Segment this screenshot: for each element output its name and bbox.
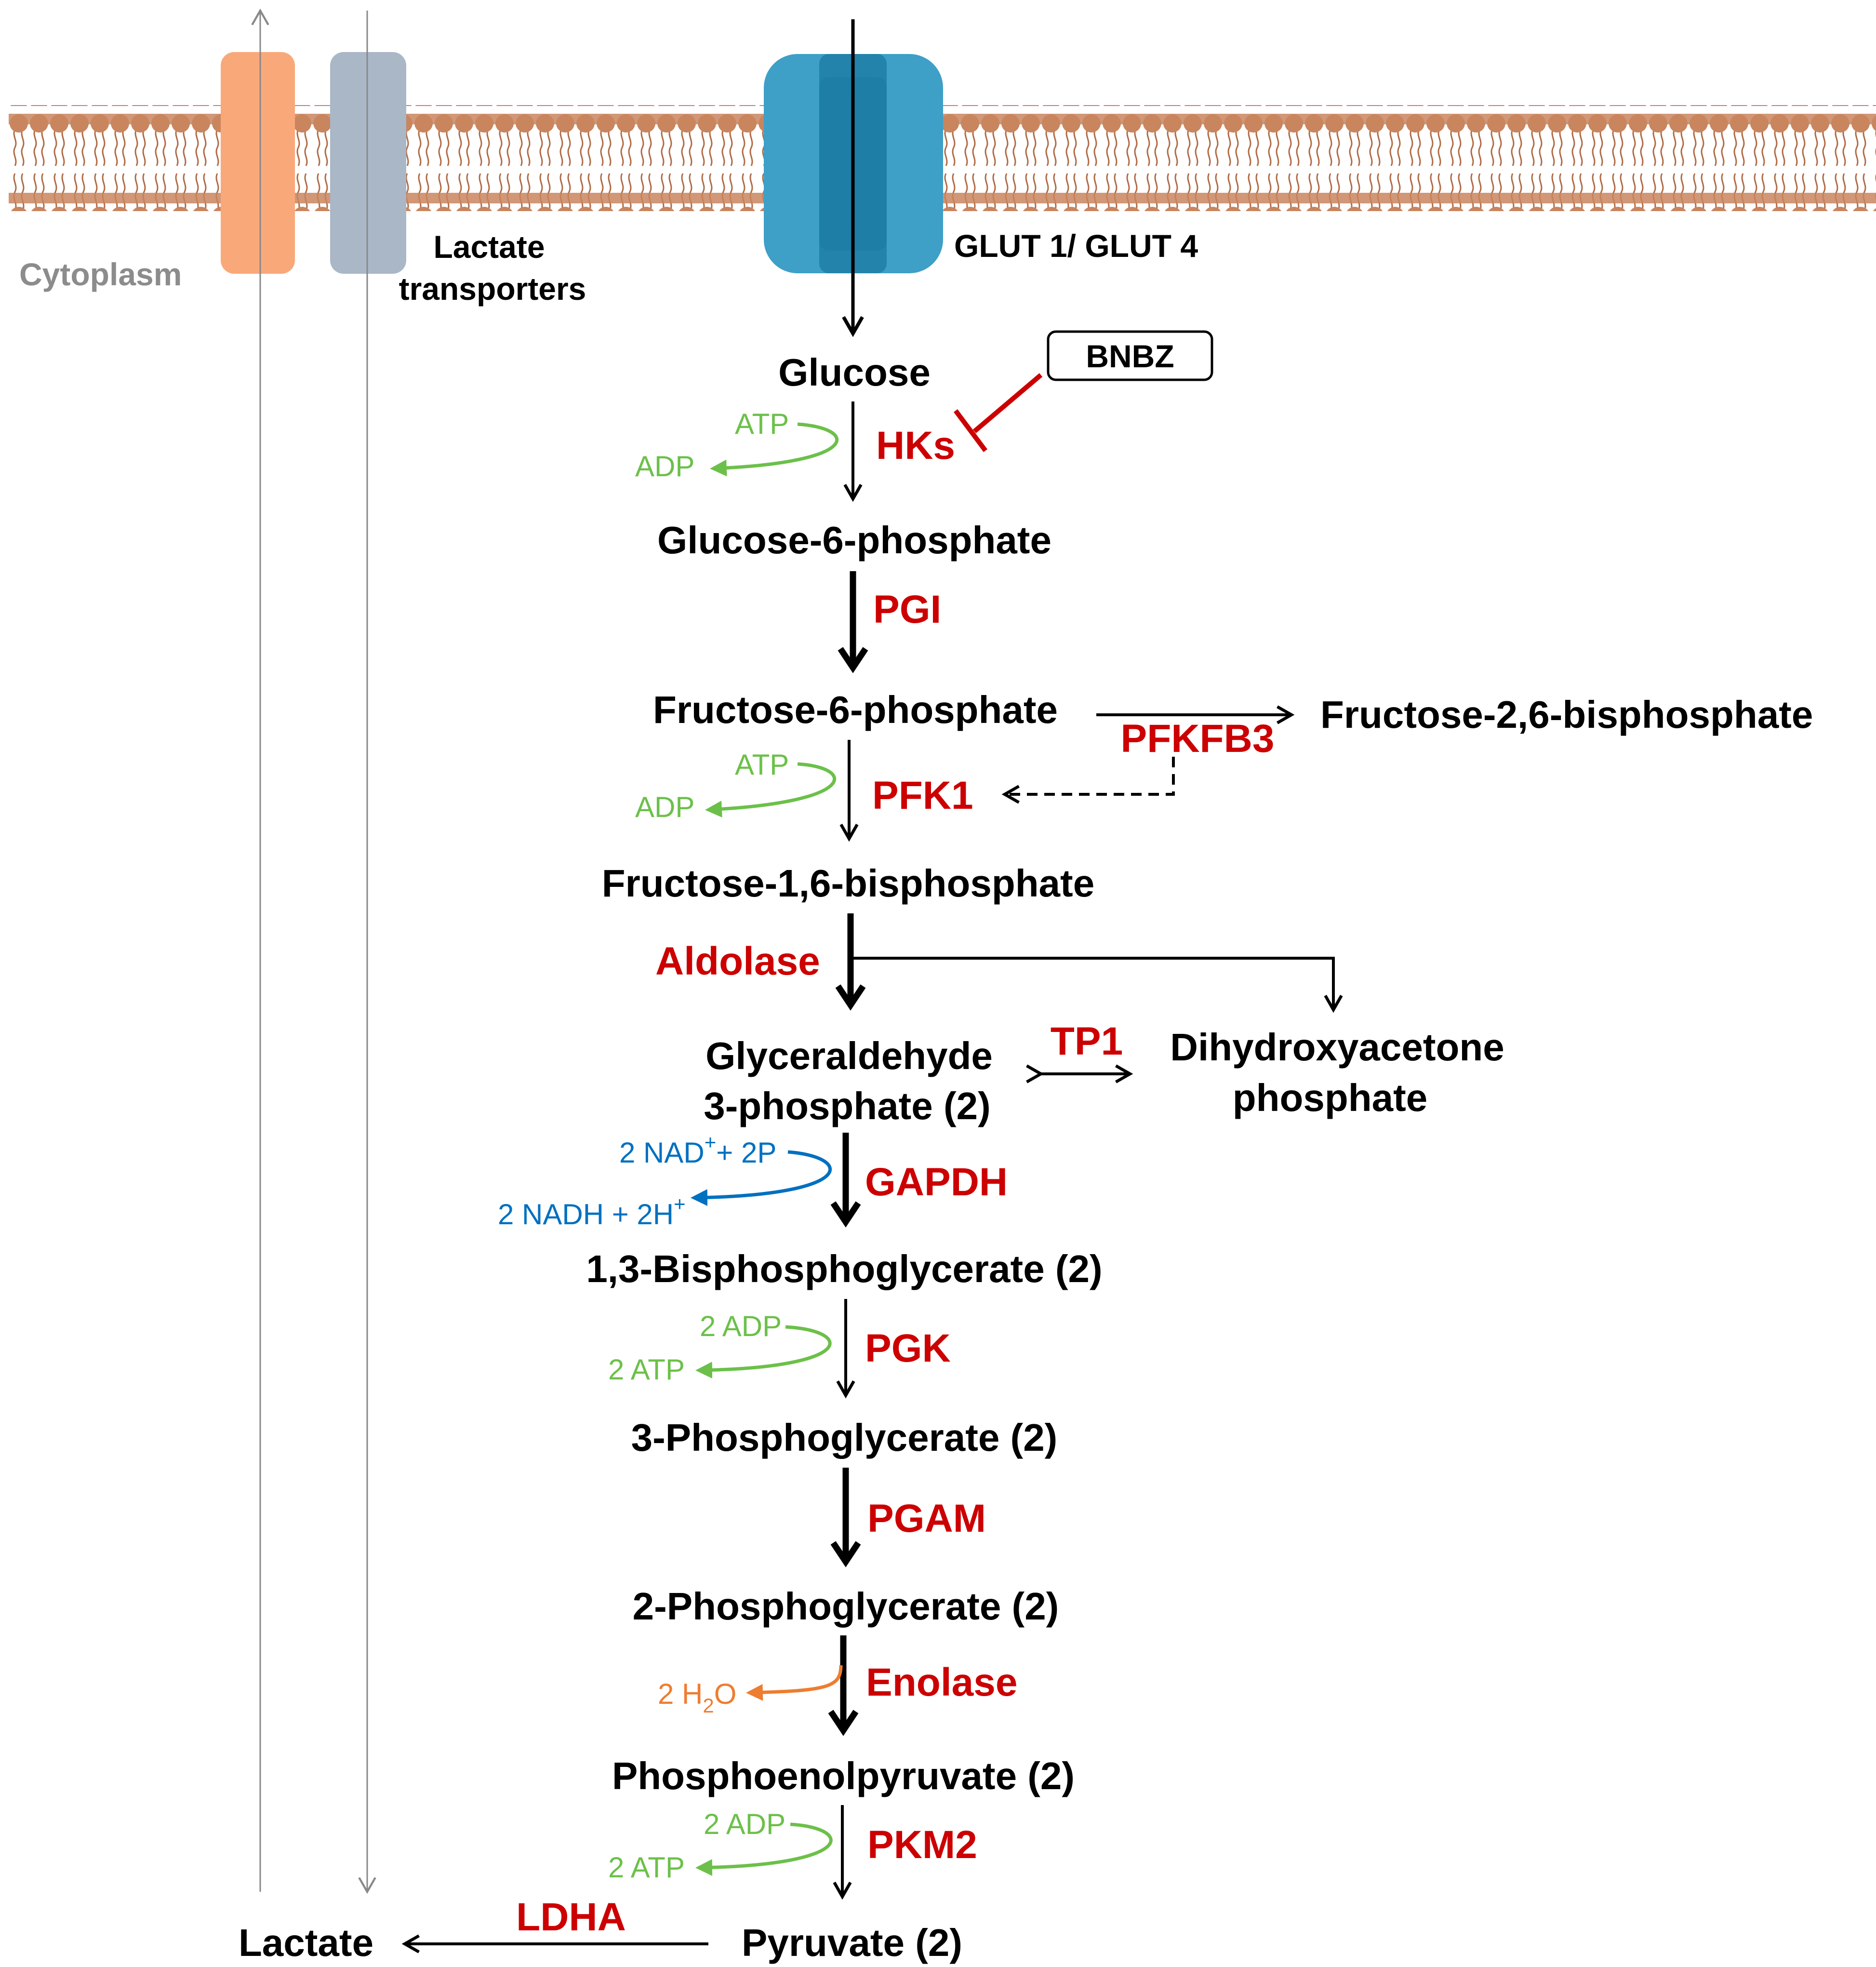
metabolite-f6p: Fructose-6-phosphate <box>653 688 1058 731</box>
cofactor-hk-out: ADP <box>635 450 694 482</box>
metabolite-2pg: 2-Phosphoglycerate (2) <box>633 1585 1059 1628</box>
metabolite-f16bp: Fructose-1,6-bisphosphate <box>602 862 1094 905</box>
cofactor-pgk-out: 2 ATP <box>608 1353 685 1386</box>
cofactor-curve-gapdh <box>691 1150 832 1206</box>
cofactor-pfk1-in: ATP <box>735 749 789 781</box>
metabolite-13bpg: 1,3-Bisphosphoglycerate (2) <box>586 1247 1102 1290</box>
lactate-transporters-label-line1: Lactate <box>433 229 545 265</box>
metabolite-pyruvate: Pyruvate (2) <box>742 1921 962 1964</box>
cofactor-curve-enolase <box>746 1665 843 1701</box>
enzyme-pfk1: PFK1 <box>872 774 973 817</box>
cofactor-curve-pkm2 <box>695 1822 833 1876</box>
enzyme-hks: HKs <box>876 424 955 468</box>
activation-dashed-line <box>1001 757 1175 804</box>
cofactor-gapdh-in: 2 NAD++ 2P <box>619 1131 776 1169</box>
bnbz-label: BNBZ <box>1086 338 1174 374</box>
enzyme-gapdh: GAPDH <box>865 1160 1008 1204</box>
metabolite-g3p-line1: Glyceraldehyde <box>705 1034 993 1077</box>
metabolite-dhap-line2: phosphate <box>1233 1076 1427 1119</box>
cofactor-pgk-in: 2 ADP <box>700 1310 782 1342</box>
cofactor-hk-in: ATP <box>735 408 789 440</box>
lactate-transporters-label-line2: transporters <box>399 271 586 307</box>
bnbz-box <box>1047 330 1213 381</box>
cofactor-curve-pfk1 <box>705 762 837 818</box>
metabolite-lactate: Lactate <box>239 1921 373 1964</box>
lactate-transporter-orange <box>221 52 295 274</box>
metabolite-glucose: Glucose <box>778 351 931 394</box>
enzyme-pfkfb3: PFKFB3 <box>1121 717 1275 761</box>
cofactor-enolase-out: 2 H2O <box>658 1678 736 1717</box>
inhibition-line <box>972 373 1043 433</box>
metabolite-f26bp: Fructose-2,6-bisphosphate <box>1320 693 1813 736</box>
enzyme-tp1: TP1 <box>1051 1019 1123 1063</box>
cofactor-gapdh-out: 2 NADH + 2H+ <box>498 1192 686 1231</box>
metabolite-3pg: 3-Phosphoglycerate (2) <box>631 1416 1058 1459</box>
cofactor-pfk1-out: ADP <box>635 791 694 823</box>
cofactor-pkm2-in: 2 ADP <box>704 1808 785 1840</box>
inhibition-bar <box>953 409 988 452</box>
arrow-aldolase-branch <box>851 957 1343 1013</box>
metabolite-g3p-line2: 3-phosphate (2) <box>704 1084 991 1127</box>
enzyme-pgk: PGK <box>865 1326 951 1370</box>
metabolite-g6p: Glucose-6-phosphate <box>657 519 1051 562</box>
lactate-transporter-gray <box>330 52 406 274</box>
enzyme-pgi: PGI <box>873 588 941 631</box>
cofactor-pkm2-out: 2 ATP <box>608 1851 685 1884</box>
enzyme-ldha: LDHA <box>516 1895 626 1939</box>
cofactor-curve-hk <box>710 422 839 477</box>
enzyme-enolase: Enolase <box>866 1660 1017 1704</box>
metabolite-dhap-line1: Dihydroxyacetone <box>1170 1026 1504 1069</box>
enzyme-pkm2: PKM2 <box>867 1823 977 1867</box>
enzyme-aldolase: Aldolase <box>655 939 820 983</box>
cytoplasm-label: Cytoplasm <box>19 256 182 292</box>
glut-label: GLUT 1/ GLUT 4 <box>954 228 1198 264</box>
cofactor-curve-pgk <box>695 1325 832 1379</box>
metabolite-pep: Phosphoenolpyruvate (2) <box>612 1754 1075 1797</box>
enzyme-pgam: PGAM <box>867 1497 986 1540</box>
